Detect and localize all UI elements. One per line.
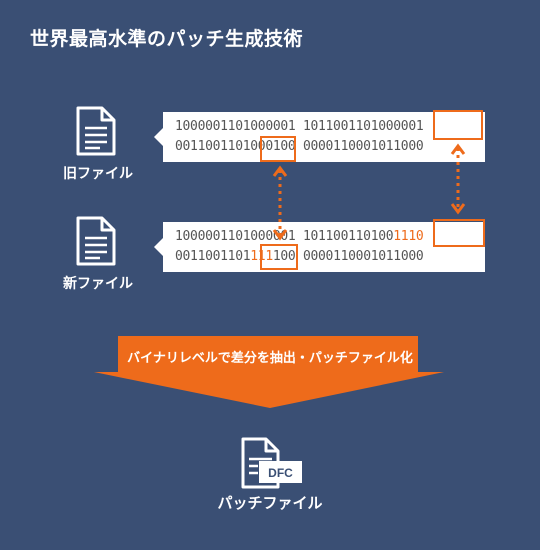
document-icon [76,106,116,156]
arrowhead-up-right [450,143,466,155]
arrowhead-down-left [272,229,288,241]
document-icon [76,216,116,266]
new-diff-highlight-box-2 [260,244,298,270]
new-file-label: 新ファイル [63,276,133,292]
dfc-badge [259,461,302,483]
new-file-binary-box: 1000001101000001 1011001101001110 001100… [154,222,485,272]
banner-text: バイナリレベルで差分を抽出・パッチファイル化 [127,351,413,366]
old-diff-highlight-box-1 [433,110,483,140]
new-file-line-1: 1000001101000001 1011001101001110 [175,229,424,244]
new-file-line-2: 0011001101111100 0000110001011000 [175,249,424,264]
old-file-line-1: 1000001101000001 1011001101000001 [175,119,424,134]
page-title: 世界最高水準のパッチ生成技術 [30,28,304,50]
patch-file-label: パッチファイル [217,494,323,512]
old-diff-highlight-box-2 [260,136,296,162]
old-file-label: 旧ファイル [63,166,133,182]
old-file-line-2: 0011001101000100 0000110001011000 [175,139,424,154]
arrowhead-up-left [272,165,288,177]
dfc-badge-text: DFC [268,466,293,480]
new-diff-highlight-box-1 [433,219,485,247]
arrowhead-down-right [450,203,466,215]
old-file-binary-box: 1000001101000001 1011001101000001 001100… [154,112,485,162]
